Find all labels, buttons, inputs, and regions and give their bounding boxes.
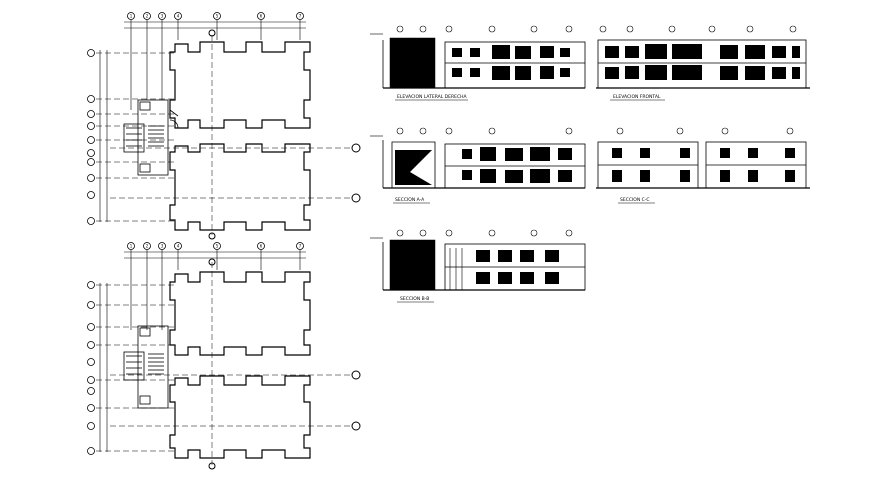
plan-top-column-markers	[127, 12, 304, 20]
plan-bottom-dimension-lines	[99, 250, 306, 452]
section-a-stair-fill	[395, 150, 432, 185]
plan-top-row-markers	[87, 49, 95, 225]
plan-bottom-upper-block	[169, 271, 311, 356]
svg-text:1: 1	[130, 244, 133, 249]
svg-text:6: 6	[260, 244, 263, 249]
section-a-windows	[462, 147, 572, 183]
plan-top-upper-block	[169, 41, 311, 129]
svg-text:5: 5	[216, 244, 219, 249]
label-section-a: SECCION A-A	[395, 197, 425, 203]
svg-text:4: 4	[177, 14, 180, 19]
svg-text:3: 3	[161, 14, 164, 19]
plan-bottom-column-markers	[127, 242, 304, 250]
section-a-a: SECCION A-A	[370, 127, 586, 204]
plan-top-dimension-lines	[99, 20, 306, 222]
elevation-frontal: ELEVACION FRONTAL	[596, 25, 810, 101]
label-section-b: SECCION B-B	[400, 296, 429, 302]
grid-marker-right-2	[351, 193, 361, 203]
plan-top-grid-lines	[96, 35, 350, 235]
frontal-column-markers	[599, 25, 797, 33]
grid-marker-right-1	[351, 143, 361, 153]
svg-text:2: 2	[146, 244, 149, 249]
label-elevation-frontal: ELEVACION FRONTAL	[613, 94, 661, 100]
plan-bottom-column-labels: 1 2 3 4 5 6 7	[130, 244, 302, 249]
svg-text:4: 4	[177, 244, 180, 249]
section-b-column-markers	[396, 229, 573, 237]
lateral-windows	[452, 45, 570, 80]
svg-text:6: 6	[260, 14, 263, 19]
plan-bottom-grid-lines	[96, 262, 350, 465]
lateral-hatched-wall	[389, 37, 436, 89]
plan-bottom-row-markers	[87, 281, 95, 455]
plan-top-stair-core	[123, 99, 179, 176]
svg-text:5: 5	[216, 14, 219, 19]
frontal-windows	[605, 44, 800, 80]
north-marker-bottom	[208, 258, 216, 266]
section-c-c: SECCION C-C	[596, 127, 810, 204]
svg-text:1: 1	[130, 14, 133, 19]
south-marker-bottom	[208, 462, 216, 470]
svg-text:7: 7	[299, 14, 302, 19]
svg-text:2: 2	[146, 14, 149, 19]
plan-top-lower-block	[169, 143, 311, 231]
grid-marker-right-3	[351, 370, 361, 380]
section-c-windows	[612, 148, 795, 182]
section-b-windows	[476, 250, 559, 284]
lateral-column-markers	[396, 25, 573, 33]
section-c-column-markers	[616, 127, 794, 135]
label-elevation-lateral: ELEVACION LATERAL DERECHA	[397, 94, 467, 100]
north-marker	[208, 29, 216, 37]
plan-bottom-stair-core	[123, 325, 169, 409]
section-a-column-markers	[396, 127, 573, 135]
elevation-lateral: ELEVACION LATERAL DERECHA	[370, 25, 586, 101]
svg-text:7: 7	[299, 244, 302, 249]
south-marker	[208, 232, 216, 240]
floor-plan-top: 1 2 3 4 5 6 7	[87, 12, 361, 240]
plan-top-column-labels: 1 2 3 4 5 6 7	[130, 14, 302, 19]
section-b-hatched-wall	[389, 239, 436, 291]
plan-bottom-lower-block	[169, 375, 311, 459]
section-b-stair-hatch	[449, 248, 463, 290]
section-b-b: SECCION B-B	[370, 229, 586, 303]
svg-text:3: 3	[161, 244, 164, 249]
grid-marker-right-4	[351, 421, 361, 431]
label-section-c: SECCION C-C	[620, 197, 650, 203]
floor-plan-bottom: 1 2 3 4 5 6 7	[87, 242, 361, 470]
